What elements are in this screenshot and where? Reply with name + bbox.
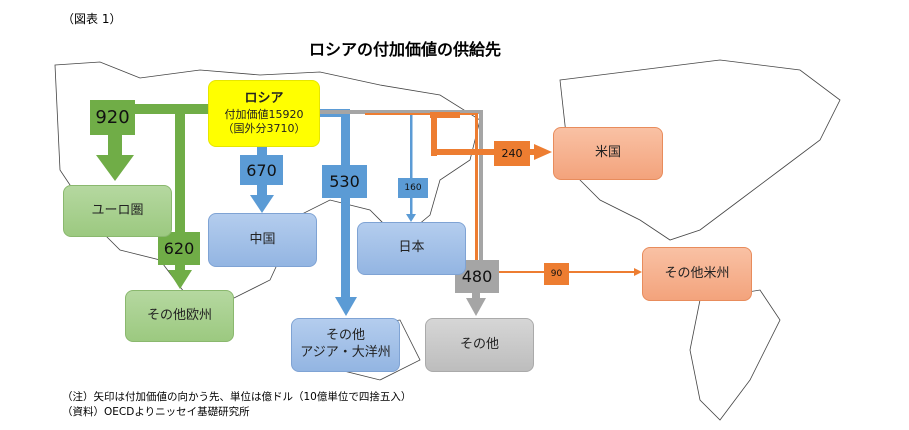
other-europe-arrow-stem (175, 104, 185, 272)
other-asia-flow-value: 530 (322, 165, 367, 198)
china-arrowhead (250, 195, 274, 213)
other-trunk (318, 110, 483, 114)
other-box: その他 (425, 318, 534, 372)
russia-box: ロシア 付加価値15920 （国外分3710） (208, 80, 320, 147)
russia-label: ロシア (244, 90, 284, 106)
china-box: 中国 (208, 213, 317, 267)
other-americas-flow-value: 90 (544, 263, 569, 285)
usa-horizontal (431, 149, 536, 155)
eurozone-arrow-stem (108, 135, 122, 157)
orange-thin-trunk (365, 113, 477, 115)
other-americas-box: その他米州 (642, 247, 752, 301)
green-trunk (90, 104, 208, 114)
usa-trunk (430, 112, 460, 118)
china-flow-value: 670 (240, 155, 283, 185)
other-europe-arrowhead (168, 270, 192, 289)
japan-arrowhead (406, 214, 416, 222)
other-asia-label-2: アジア・大洋州 (300, 345, 391, 360)
russia-foreign-share: （国外分3710） (222, 121, 306, 135)
other-europe-box: その他欧州 (125, 290, 234, 342)
usa-flow-value: 240 (494, 141, 530, 166)
usa-box: 米国 (553, 127, 663, 180)
chart-title: ロシアの付加価値の供給先 (308, 40, 501, 59)
other-arrow-stem (479, 110, 483, 260)
source-note: （資料）OECDよりニッセイ基礎研究所 (62, 406, 250, 418)
orange-thin-stem (475, 113, 478, 263)
japan-box: 日本 (357, 222, 466, 275)
usa-arrowhead (534, 144, 552, 160)
japan-arrow-stem (410, 111, 413, 216)
other-europe-flow-value: 620 (158, 232, 200, 265)
other-asia-arrow-stem (341, 109, 350, 299)
gray-flows (318, 110, 486, 316)
figure-label: （図表 1） (62, 12, 122, 26)
other-arrow-neck (472, 293, 480, 299)
russia-value-added: 付加価値15920 (224, 107, 304, 121)
other-arrowhead (466, 298, 486, 316)
green-flows (90, 104, 208, 289)
eurozone-flow-value: 920 (90, 100, 135, 135)
other-asia-arrowhead (335, 297, 357, 316)
eurozone-arrowhead (96, 155, 134, 181)
eurozone-box: ユーロ圏 (63, 185, 172, 237)
other-asia-label-1: その他 (325, 328, 365, 344)
other-americas-arrowhead (634, 268, 642, 276)
footnote: （注）矢印は付加価値の向かう先、単位は億ドル（10億単位で四捨五入） (62, 391, 412, 403)
japan-flow-value: 160 (398, 178, 428, 198)
other-asia-box: その他 アジア・大洋州 (291, 318, 400, 372)
usa-stem (431, 112, 437, 156)
